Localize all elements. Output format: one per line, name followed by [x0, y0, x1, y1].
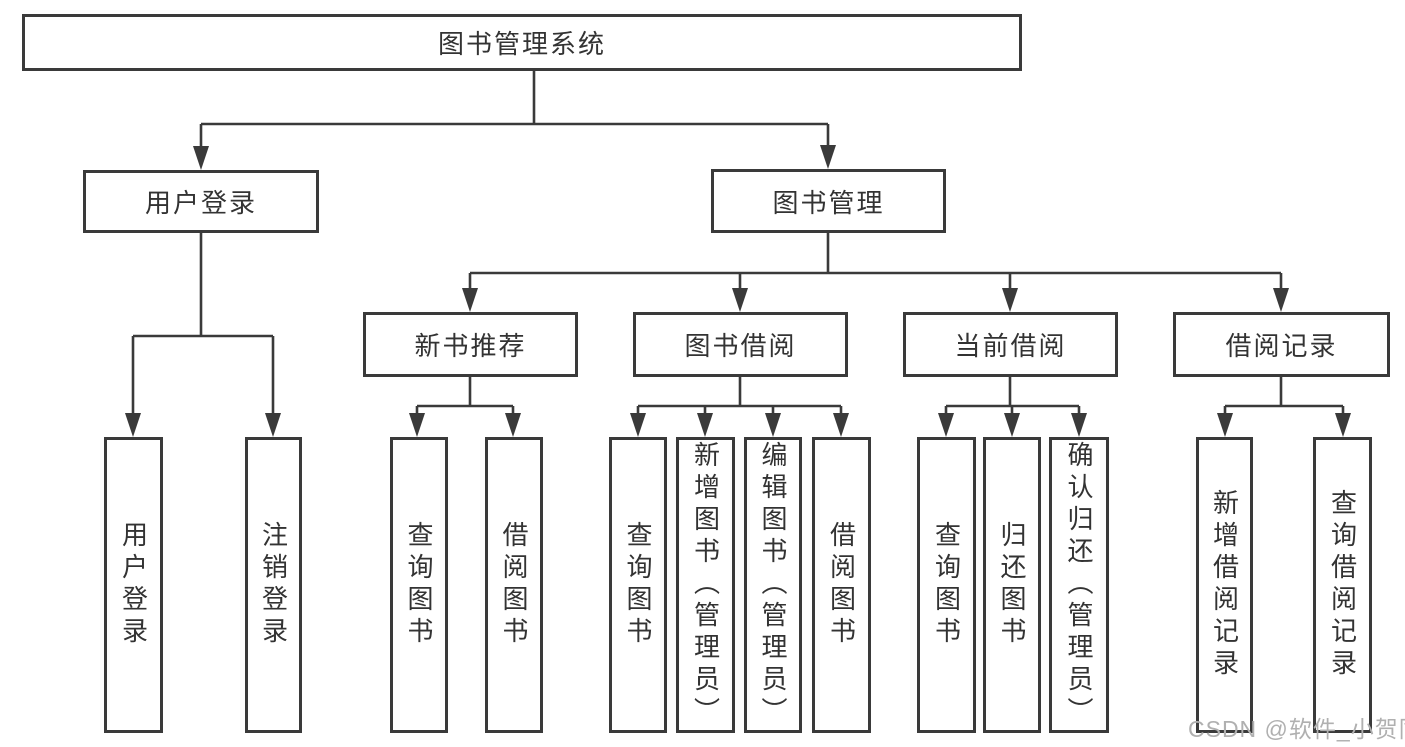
node-user-login: 用户登录	[83, 170, 319, 233]
node-label: 用户登录	[118, 521, 149, 649]
node-label: 确认归还（管理员）	[1064, 441, 1094, 729]
node-label: 图书借阅	[684, 331, 797, 361]
leaf-query-borrow-record: 查询借阅记录	[1313, 437, 1372, 733]
connector-user-login-split	[125, 233, 281, 437]
connector-current-borrow-split	[938, 377, 1087, 437]
node-book-borrow: 图书借阅	[633, 312, 848, 377]
node-label: 借阅图书	[499, 521, 529, 649]
node-book-management: 图书管理	[711, 169, 946, 233]
leaf-logout: 注销登录	[245, 437, 302, 733]
leaf-confirm-return-admin: 确认归还（管理员）	[1049, 437, 1109, 733]
leaf-add-borrow-record: 新增借阅记录	[1196, 437, 1253, 733]
connector-new-book-recommend-split	[409, 377, 521, 437]
node-label: 归还图书	[997, 521, 1027, 649]
leaf-query-books-borrow: 查询图书	[609, 437, 667, 733]
connector-book-management-split	[462, 233, 1289, 312]
leaf-add-book-admin: 新增图书（管理员）	[676, 437, 735, 733]
leaf-query-books-recommend: 查询图书	[390, 437, 448, 733]
connector-book-borrow-split	[630, 377, 849, 437]
node-label: 新增借阅记录	[1209, 489, 1240, 681]
node-label: 图书管理	[772, 187, 885, 218]
node-label: 查询借阅记录	[1327, 489, 1358, 681]
leaf-return-book: 归还图书	[983, 437, 1041, 733]
node-current-borrow: 当前借阅	[903, 312, 1118, 377]
node-new-book-recommend: 新书推荐	[363, 312, 578, 377]
node-root-system: 图书管理系统	[22, 14, 1022, 71]
node-label: 借阅记录	[1225, 331, 1338, 361]
node-label: 注销登录	[258, 521, 289, 649]
node-label: 查询图书	[623, 521, 653, 649]
node-label: 新增图书（管理员）	[690, 441, 721, 729]
node-label: 编辑图书（管理员）	[758, 441, 788, 729]
node-label: 用户登录	[144, 188, 257, 218]
node-label: 查询图书	[404, 521, 434, 649]
connector-borrow-records-split	[1217, 377, 1351, 437]
csdn-watermark: CSDN @软件_小贺同学	[1188, 716, 1405, 742]
leaf-edit-book-admin: 编辑图书（管理员）	[744, 437, 802, 733]
node-borrow-records: 借阅记录	[1173, 312, 1390, 377]
leaf-query-books-current: 查询图书	[917, 437, 976, 733]
leaf-borrow-books: 借阅图书	[812, 437, 871, 733]
leaf-user-login: 用户登录	[104, 437, 163, 733]
connector-root-to-level2	[193, 71, 836, 170]
node-label: 当前借阅	[954, 331, 1067, 361]
node-label: 查询图书	[931, 521, 962, 649]
node-label: 借阅图书	[826, 521, 857, 649]
leaf-borrow-books-recommend: 借阅图书	[485, 437, 543, 733]
node-label: 新书推荐	[414, 331, 527, 361]
node-label: 图书管理系统	[437, 29, 606, 59]
